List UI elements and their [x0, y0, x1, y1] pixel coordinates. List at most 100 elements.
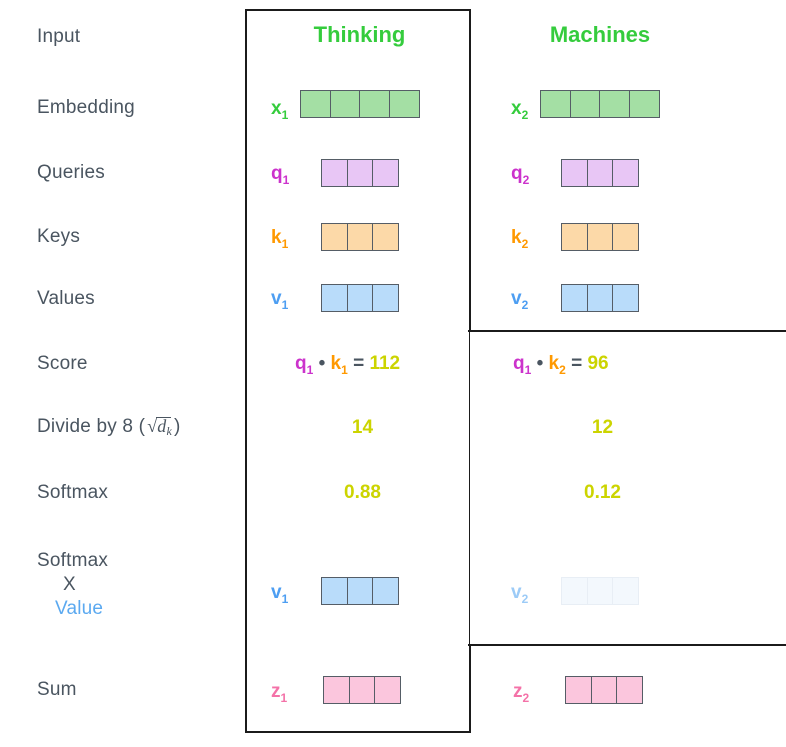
vector-label-z1: z1: [271, 681, 287, 705]
weighted-value-label-v2: v2: [511, 582, 528, 606]
vector-label-x2: x2: [511, 98, 528, 122]
wv2-index: 2: [521, 591, 529, 606]
cell: [590, 676, 618, 704]
k2-name: k: [511, 227, 522, 248]
score1-k: k: [330, 353, 342, 374]
vector-strip-z1: [323, 676, 401, 704]
k1-name: k: [271, 227, 282, 248]
vector-strip-q2: [561, 159, 639, 187]
cell: [561, 577, 588, 605]
cell: [359, 90, 390, 118]
z2-name: z: [513, 681, 523, 702]
row-label-score: Score: [37, 353, 88, 374]
q1-name: q: [271, 163, 283, 184]
x1-name: x: [271, 98, 282, 119]
z1-name: z: [271, 681, 281, 702]
x2-index: 2: [521, 107, 529, 122]
x1-index: 1: [281, 107, 289, 122]
softmax-x-value-line3: Value: [55, 597, 104, 619]
column-heading-thinking: Thinking: [313, 22, 406, 47]
vector-strip-q1: [321, 159, 399, 187]
score2-k: k: [548, 353, 560, 374]
divide-close-paren: ): [174, 416, 181, 437]
v1-index: 1: [281, 297, 289, 312]
radical-overbar: [156, 417, 172, 418]
weighted-value-strip-v1: [321, 577, 399, 605]
cell: [586, 223, 614, 251]
score2-equals: =: [571, 353, 583, 374]
dk-subscript: k: [166, 424, 173, 438]
cell: [569, 90, 601, 118]
softmax-value-1: 0.88: [344, 482, 381, 503]
divide-value-1: 14: [351, 417, 374, 438]
radical-sign: √: [147, 416, 158, 436]
row-label-keys: Keys: [37, 226, 81, 247]
cell: [348, 676, 376, 704]
cell: [321, 577, 348, 605]
cell: [372, 159, 399, 187]
score-expression-2: q1 • k2 = 96: [513, 353, 609, 377]
softmax-x-value-line2: X: [63, 573, 76, 595]
wv1-name: v: [271, 582, 282, 603]
cell: [586, 284, 614, 312]
vector-label-k1: k1: [271, 227, 288, 251]
column-heading-machines: Machines: [549, 22, 651, 47]
score1-value: 112: [369, 353, 401, 374]
second-region-frame: [468, 330, 786, 646]
cell: [616, 676, 643, 704]
score2-dot: •: [536, 353, 544, 374]
sqrt-dk-math: √dk: [145, 416, 174, 438]
v1-name: v: [271, 288, 282, 309]
score1-equals: =: [353, 353, 365, 374]
k2-index: 2: [521, 236, 529, 251]
cell: [321, 223, 348, 251]
vector-label-v2: v2: [511, 288, 528, 312]
cell: [372, 284, 399, 312]
row-label-input: Input: [37, 26, 81, 47]
score1-dot: •: [318, 353, 326, 374]
vector-strip-x1: [300, 90, 420, 118]
cell: [346, 223, 374, 251]
row-label-sum: Sum: [37, 679, 77, 700]
divide-value-2: 12: [591, 417, 614, 438]
row-label-queries: Queries: [37, 162, 105, 183]
weighted-value-strip-v2: [561, 577, 639, 605]
score2-q-index: 1: [524, 362, 532, 377]
vector-label-v1: v1: [271, 288, 288, 312]
row-label-embedding: Embedding: [37, 97, 135, 118]
cell: [628, 90, 660, 118]
cell: [346, 284, 374, 312]
v2-name: v: [511, 288, 522, 309]
cell: [561, 284, 588, 312]
score2-value: 96: [587, 353, 609, 374]
vector-label-q1: q1: [271, 163, 289, 187]
score2-k-index: 2: [559, 362, 566, 377]
wv1-index: 1: [281, 591, 289, 606]
cell: [565, 676, 592, 704]
cell: [372, 577, 399, 605]
cell: [561, 223, 588, 251]
q1-index: 1: [282, 172, 290, 187]
cell: [612, 223, 639, 251]
cell: [346, 159, 374, 187]
cell: [561, 159, 588, 187]
score-expression-1: q1 • k1 = 112: [295, 353, 400, 377]
cell: [300, 90, 331, 118]
v2-index: 2: [521, 297, 529, 312]
cell: [374, 676, 401, 704]
score2-q: q: [513, 353, 525, 374]
cell: [321, 284, 348, 312]
vector-label-q2: q2: [511, 163, 529, 187]
score1-q-index: 1: [306, 362, 314, 377]
z1-index: 1: [280, 690, 288, 705]
q2-index: 2: [522, 172, 530, 187]
cell: [323, 676, 350, 704]
cell: [586, 159, 614, 187]
softmax-value-2: 0.12: [584, 482, 621, 503]
row-label-values: Values: [37, 288, 95, 309]
q2-name: q: [511, 163, 523, 184]
softmax-x-value-line1: Softmax: [37, 550, 109, 571]
cell: [346, 577, 374, 605]
cell: [599, 90, 630, 118]
